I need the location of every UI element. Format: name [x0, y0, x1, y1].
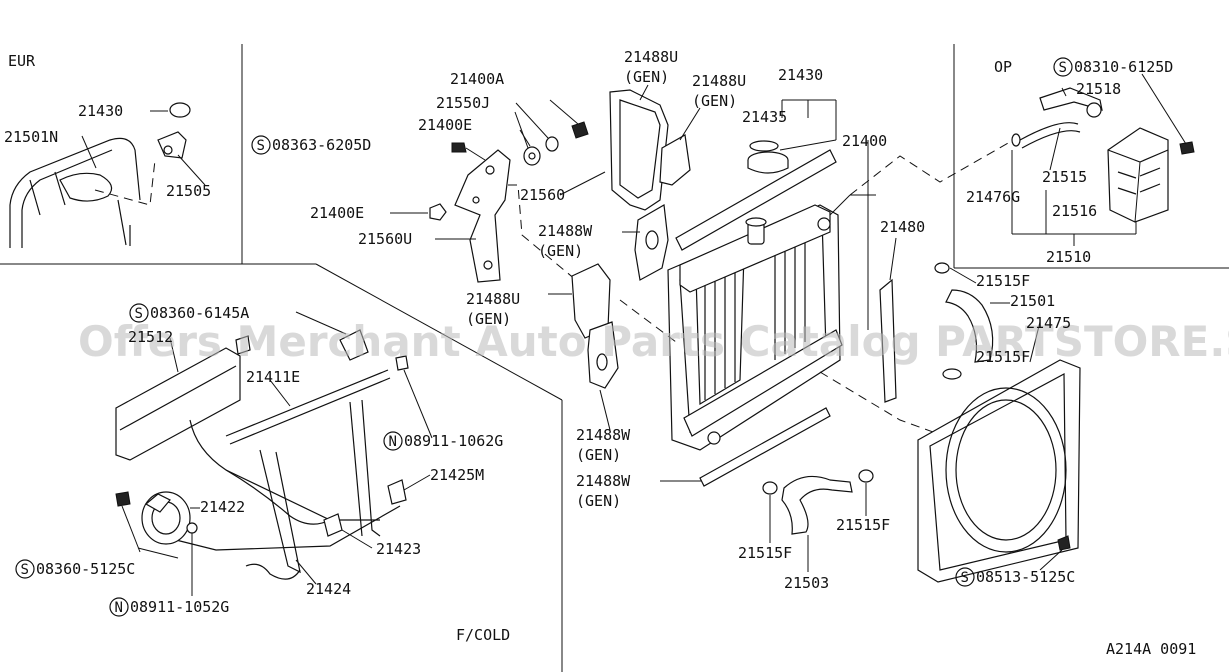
part-label-21400: 21400	[842, 132, 887, 150]
part-label-08363-6205d: 08363-6205D	[272, 136, 371, 154]
section-labels: EUR OP F/COLD A214A 0091	[8, 52, 1196, 658]
gen-label-21488u-mid: (GEN)	[692, 92, 737, 110]
lower-hose	[762, 469, 874, 572]
part-label-21512: 21512	[128, 328, 173, 346]
s-badge-ring	[955, 567, 975, 587]
drawing-code: A214A 0091	[1106, 640, 1196, 658]
eur-section-label: EUR	[8, 52, 36, 70]
part-label-21476g: 21476G	[966, 188, 1020, 206]
part-label-08360-5125c: 08360-5125C	[36, 560, 135, 578]
s-badge-08360-5125c: S	[15, 559, 35, 579]
part-label-08911-1062g: 08911-1062G	[404, 432, 503, 450]
gen-label-21488u-top: (GEN)	[624, 68, 669, 86]
part-labels: 21430 21501N 21505 21400A 21550J 21400E …	[4, 48, 1173, 616]
op-section-label: OP	[994, 58, 1012, 76]
part-label-21488u-mid: 21488U	[692, 72, 746, 90]
n-badge-08911-1062g: N	[383, 431, 403, 451]
section-borders	[0, 44, 1229, 672]
part-label-21515f-c: 21515F	[836, 516, 890, 534]
eur-section-parts	[9, 102, 206, 248]
part-label-21501: 21501	[1010, 292, 1055, 310]
part-label-21475: 21475	[1026, 314, 1071, 332]
part-label-08911-1052g: 08911-1052G	[130, 598, 229, 616]
part-label-21510: 21510	[1046, 248, 1091, 266]
s-badge-letter: S	[257, 138, 265, 154]
seal-parts	[548, 84, 701, 431]
part-label-21400a: 21400A	[450, 70, 504, 88]
part-label-21560u: 21560U	[358, 230, 412, 248]
reservoir-assembly	[1011, 73, 1195, 246]
watermark-text: Offers Merchant Auto Parts Catalog PARTS…	[78, 317, 1229, 366]
part-label-08513-5125c: 08513-5125C	[976, 568, 1075, 586]
part-label-08310-6125d: 08310-6125D	[1074, 58, 1173, 76]
part-label-21560: 21560	[520, 186, 565, 204]
s-badge-letter: S	[961, 570, 969, 586]
bracket-parts	[390, 99, 606, 301]
part-label-21488u-top: 21488U	[624, 48, 678, 66]
part-label-21430-eur: 21430	[78, 102, 123, 120]
fcold-section-label: F/COLD	[456, 626, 510, 644]
gen-label-21488w-mid: (GEN)	[576, 446, 621, 464]
part-label-21423: 21423	[376, 540, 421, 558]
s-badge-ring	[129, 303, 149, 323]
part-label-21516: 21516	[1052, 202, 1097, 220]
n-badge-letter: N	[389, 434, 397, 450]
part-label-08360-6145a: 08360-6145A	[150, 304, 249, 322]
radiator-assembly	[619, 99, 1011, 487]
part-label-21501n: 21501N	[4, 128, 58, 146]
part-label-21424: 21424	[306, 580, 351, 598]
part-label-21488u-low: 21488U	[466, 290, 520, 308]
part-label-21400e-mid: 21400E	[310, 204, 364, 222]
s-badge-ring	[15, 559, 35, 579]
part-label-21430: 21430	[778, 66, 823, 84]
fan-shroud	[917, 321, 1081, 583]
part-label-21488w-low: 21488W	[576, 472, 631, 490]
s-badge-letter: S	[1059, 60, 1067, 76]
part-label-21550j: 21550J	[436, 94, 490, 112]
n-badge-ring	[109, 597, 129, 617]
s-badge-08360-6145a: S	[129, 303, 149, 323]
s-badge-letter: S	[135, 306, 143, 322]
upper-hose	[934, 262, 1010, 380]
part-label-21411e: 21411E	[246, 368, 300, 386]
part-label-21515f-a: 21515F	[976, 272, 1030, 290]
part-label-21503: 21503	[784, 574, 829, 592]
part-label-21515f-b: 21515F	[976, 348, 1030, 366]
n-badge-letter: N	[115, 600, 123, 616]
n-badge-ring	[383, 431, 403, 451]
part-label-21400e-top: 21400E	[418, 116, 472, 134]
part-label-21480: 21480	[880, 218, 925, 236]
part-label-21422: 21422	[200, 498, 245, 516]
gen-label-21488w-low: (GEN)	[576, 492, 621, 510]
gen-label-21488u-low: (GEN)	[466, 310, 511, 328]
s-badge-ring	[1053, 57, 1073, 77]
gen-label-21488w-top: (GEN)	[538, 242, 583, 260]
part-label-21518: 21518	[1076, 80, 1121, 98]
s-badge-08513-5125c: S	[955, 567, 975, 587]
radiator-fins	[704, 238, 806, 400]
part-label-21488w-mid: 21488W	[576, 426, 631, 444]
part-label-21515: 21515	[1042, 168, 1087, 186]
part-label-21435: 21435	[742, 108, 787, 126]
s-badge-08363: S	[251, 135, 271, 155]
part-label-21488w-top: 21488W	[538, 222, 593, 240]
part-label-21505: 21505	[166, 182, 211, 200]
s-badge-ring	[251, 135, 271, 155]
fcold-section-parts	[115, 311, 433, 596]
part-label-21425m: 21425M	[430, 466, 484, 484]
s-badge-08310: S	[1053, 57, 1073, 77]
s-badge-letter: S	[21, 562, 29, 578]
watermark: Offers Merchant Auto Parts Catalog PARTS…	[78, 317, 1229, 366]
part-label-21515f-d: 21515F	[738, 544, 792, 562]
n-badge-08911-1052g: N	[109, 597, 129, 617]
